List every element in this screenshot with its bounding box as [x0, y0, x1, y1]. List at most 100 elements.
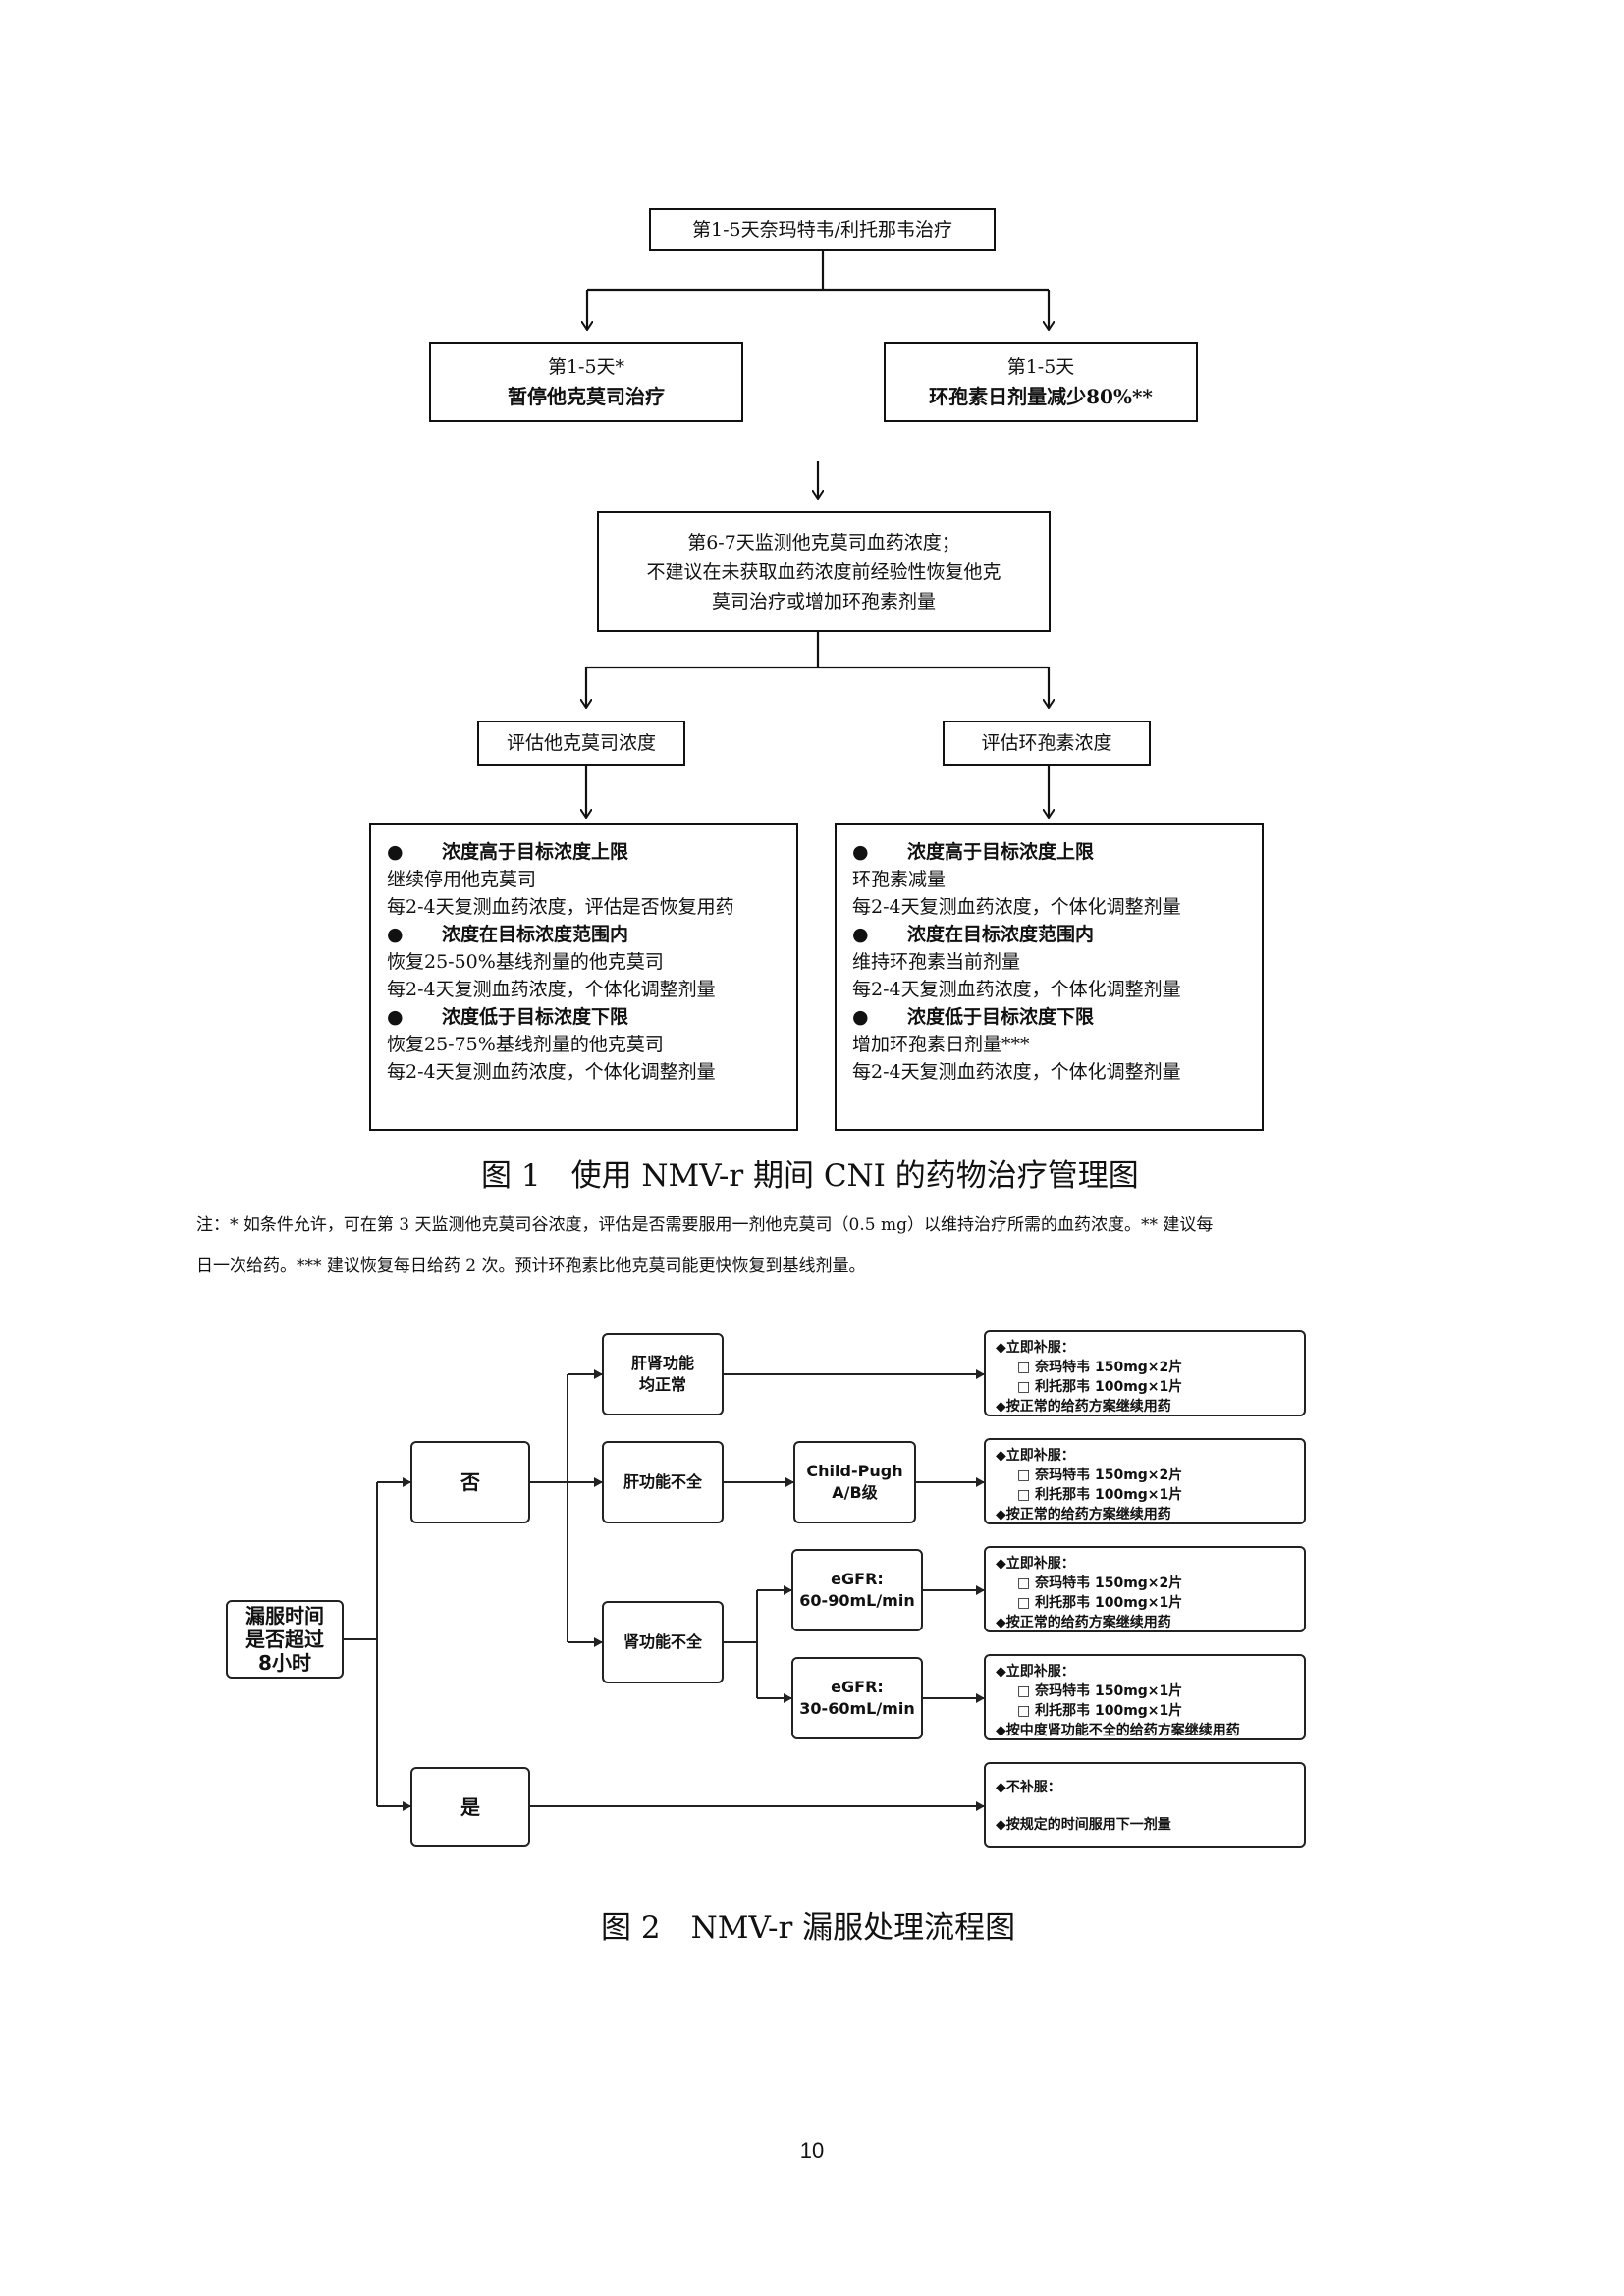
missed-dose-start-box: 漏服时间 是否超过 8小时 [226, 1600, 344, 1679]
liver-kidney-normal-line-1: 肝肾功能 [630, 1354, 694, 1372]
cyclosporine-adjustment-list: ● 浓度高于目标浓度上限 环孢素减量 每2-4天复测血药浓度，个体化调整剂量 ● 浓… [835, 823, 1264, 1131]
child-pugh-box: Child-Pugh A/B级 [793, 1441, 916, 1523]
assess-cyclosporine-box: 评估环孢素浓度 [943, 721, 1151, 766]
tac-high-heading-text: 浓度高于目标浓度上限 [442, 841, 629, 863]
monitor-line-3: 莫司治疗或增加环孢素剂量 [711, 590, 936, 613]
monitor-tacrolimus-box: 第6-7天监测他克莫司血药浓度； 不建议在未获取血药浓度前经验性恢复他克 莫司治… [597, 511, 1051, 632]
result-3-nirmatrelvir: □ 奈玛特韦 150mg×2片 [1017, 1575, 1183, 1591]
tac-in-range-heading-text: 浓度在目标浓度范围内 [442, 924, 629, 945]
result-2-continue: ◆按正常的给药方案继续用药 [996, 1507, 1171, 1522]
result-2-nirmatrelvir: □ 奈玛特韦 150mg×2片 [1017, 1468, 1183, 1483]
egfr-30-60-line-2: 30-60mL/min [799, 1699, 915, 1718]
start-treatment-box: 第1-5天奈玛特韦/利托那韦治疗 [649, 208, 996, 251]
bullet-icon: ● [387, 841, 404, 863]
egfr-60-90-box: eGFR: 60-90mL/min [791, 1549, 923, 1631]
result-5-title: ◆不补服： [996, 1780, 1061, 1795]
page-number: 10 [799, 2138, 825, 2163]
bullet-icon: ● [852, 841, 869, 863]
monitor-line-2: 不建议在未获取血药浓度前经验性恢复他克 [646, 561, 1001, 583]
liver-insufficient-label: 肝功能不全 [623, 1472, 702, 1491]
csa-low-heading: ● 浓度低于目标浓度下限 [852, 1003, 1248, 1031]
kidney-insufficient-box: 肾功能不全 [602, 1601, 724, 1683]
reduce-cyclosporine-action: 环孢素日剂量减少80%** [929, 385, 1153, 408]
csa-low-line-1: 增加环孢素日剂量*** [852, 1034, 1030, 1055]
result-1-continue: ◆按正常的给药方案继续用药 [996, 1399, 1171, 1415]
figure-1-note-line-1: 注：* 如条件允许，可在第 3 天监测他克莫司谷浓度，评估是否需要服用一剂他克莫… [196, 1215, 1214, 1235]
tac-low-line-1: 恢复25-75%基线剂量的他克莫司 [387, 1034, 664, 1055]
reduce-cyclosporine-days: 第1-5天 [1006, 356, 1075, 378]
csa-in-range-heading-text: 浓度在目标浓度范围内 [907, 924, 1095, 945]
result-box-normal: ◆立即补服： □ 奈玛特韦 150mg×2片 □ 利托那韦 100mg×1片 ◆… [984, 1330, 1306, 1416]
tac-low-heading-text: 浓度低于目标浓度下限 [442, 1006, 629, 1028]
egfr-30-60-line-1: eGFR: [831, 1678, 884, 1696]
assess-tacrolimus-text: 评估他克莫司浓度 [506, 732, 656, 754]
tac-high-line-2: 每2-4天复测血药浓度，评估是否恢复用药 [387, 896, 734, 918]
assess-tacrolimus-box: 评估他克莫司浓度 [477, 721, 685, 766]
child-pugh-line-2: A/B级 [832, 1483, 878, 1502]
result-4-title: ◆立即补服： [996, 1664, 1075, 1680]
result-3-title: ◆立即补服： [996, 1556, 1075, 1572]
csa-high-heading: ● 浓度高于目标浓度上限 [852, 838, 1248, 866]
figure-1-caption: 图 1 使用 NMV-r 期间 CNI 的药物治疗管理图 [481, 1158, 1139, 1194]
kidney-insufficient-label: 肾功能不全 [623, 1632, 702, 1651]
result-1-ritonavir: □ 利托那韦 100mg×1片 [1017, 1379, 1183, 1395]
bullet-icon: ● [852, 1006, 869, 1028]
bullet-icon: ● [387, 1006, 404, 1028]
result-2-ritonavir: □ 利托那韦 100mg×1片 [1017, 1487, 1183, 1503]
csa-low-line-2: 每2-4天复测血药浓度，个体化调整剂量 [852, 1061, 1181, 1083]
liver-kidney-normal-box: 肝肾功能 均正常 [602, 1333, 724, 1415]
pause-tacrolimus-action: 暂停他克莫司治疗 [508, 385, 665, 408]
egfr-60-90-line-1: eGFR: [831, 1570, 884, 1588]
result-2-title: ◆立即补服： [996, 1448, 1075, 1464]
egfr-60-90-line-2: 60-90mL/min [799, 1591, 915, 1610]
no-branch-box: 否 [410, 1441, 530, 1523]
result-4-nirmatrelvir: □ 奈玛特韦 150mg×1片 [1017, 1683, 1183, 1699]
figure-1-note-line-2: 日一次给药。*** 建议恢复每日给药 2 次。预计环孢素比他克莫司能更快恢复到基… [196, 1256, 866, 1276]
start-treatment-text: 第1-5天奈玛特韦/利托那韦治疗 [692, 219, 952, 240]
result-4-ritonavir: □ 利托那韦 100mg×1片 [1017, 1703, 1183, 1719]
start-line-2: 是否超过 [245, 1628, 324, 1651]
tacrolimus-adjustment-list: ● 浓度高于目标浓度上限 继续停用他克莫司 每2-4天复测血药浓度，评估是否恢复用… [369, 823, 798, 1131]
tac-low-heading: ● 浓度低于目标浓度下限 [387, 1003, 783, 1031]
result-box-egfr-30-60: ◆立即补服： □ 奈玛特韦 150mg×1片 □ 利托那韦 100mg×1片 ◆… [984, 1654, 1306, 1740]
csa-high-line-1: 环孢素减量 [852, 869, 947, 890]
result-box-egfr-60-90: ◆立即补服： □ 奈玛特韦 150mg×2片 □ 利托那韦 100mg×1片 ◆… [984, 1546, 1306, 1632]
reduce-cyclosporine-box: 第1-5天 环孢素日剂量减少80%** [884, 342, 1198, 422]
result-3-continue: ◆按正常的给药方案继续用药 [996, 1615, 1171, 1630]
csa-in-range-heading: ● 浓度在目标浓度范围内 [852, 921, 1248, 948]
liver-kidney-normal-line-2: 均正常 [638, 1375, 686, 1394]
result-4-continue: ◆按中度肾功能不全的给药方案继续用药 [996, 1723, 1240, 1738]
result-3-ritonavir: □ 利托那韦 100mg×1片 [1017, 1595, 1183, 1611]
yes-label: 是 [460, 1795, 480, 1819]
tac-high-line-1: 继续停用他克莫司 [387, 869, 537, 890]
figure-2-caption: 图 2 NMV-r 漏服处理流程图 [601, 1910, 1016, 1946]
assess-cyclosporine-text: 评估环孢素浓度 [981, 732, 1112, 754]
bullet-icon: ● [852, 924, 869, 945]
csa-in-range-line-2: 每2-4天复测血药浓度，个体化调整剂量 [852, 979, 1181, 1000]
csa-in-range-line-1: 维持环孢素当前剂量 [852, 951, 1021, 973]
yes-branch-box: 是 [410, 1767, 530, 1847]
monitor-line-1: 第6-7天监测他克莫司血药浓度； [687, 531, 960, 554]
result-5-next-dose: ◆按规定的时间服用下一剂量 [996, 1817, 1171, 1833]
result-box-liver: ◆立即补服： □ 奈玛特韦 150mg×2片 □ 利托那韦 100mg×1片 ◆… [984, 1438, 1306, 1524]
start-line-3: 8小时 [258, 1651, 311, 1675]
bullet-icon: ● [387, 924, 404, 945]
child-pugh-line-1: Child-Pugh [806, 1462, 903, 1480]
result-box-no-replenish: ◆不补服： ◆按规定的时间服用下一剂量 [984, 1762, 1306, 1848]
no-label: 否 [460, 1470, 480, 1494]
csa-high-heading-text: 浓度高于目标浓度上限 [907, 841, 1095, 863]
csa-low-heading-text: 浓度低于目标浓度下限 [907, 1006, 1095, 1028]
egfr-30-60-box: eGFR: 30-60mL/min [791, 1657, 923, 1739]
result-1-title: ◆立即补服： [996, 1340, 1075, 1356]
tac-high-heading: ● 浓度高于目标浓度上限 [387, 838, 783, 866]
tac-in-range-line-2: 每2-4天复测血药浓度，个体化调整剂量 [387, 979, 716, 1000]
start-line-1: 漏服时间 [245, 1604, 324, 1628]
liver-insufficient-box: 肝功能不全 [602, 1441, 724, 1523]
tac-low-line-2: 每2-4天复测血药浓度，个体化调整剂量 [387, 1061, 716, 1083]
pause-tacrolimus-box: 第1-5天* 暂停他克莫司治疗 [429, 342, 743, 422]
tac-in-range-heading: ● 浓度在目标浓度范围内 [387, 921, 783, 948]
pause-tacrolimus-days: 第1-5天* [547, 356, 625, 378]
result-1-nirmatrelvir: □ 奈玛特韦 150mg×2片 [1017, 1360, 1183, 1375]
tac-in-range-line-1: 恢复25-50%基线剂量的他克莫司 [387, 951, 664, 973]
